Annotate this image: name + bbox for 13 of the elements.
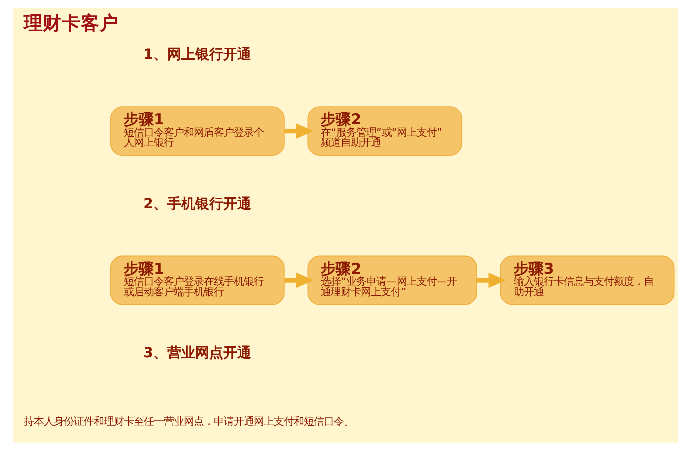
arrow	[476, 272, 506, 288]
node-box: 步骤2 在“服务管理”或“网上支付”频道自助开通	[307, 106, 462, 156]
node-box: 步骤3 输入银行卡信息与支付额度，自助开通	[500, 256, 674, 306]
node-box: 步骤1 短信口令客户登录在线手机银行或启动客户端手机银行	[110, 256, 284, 306]
diagram-title: 理财卡客户	[24, 14, 119, 35]
label: 2、手机银行开通	[143, 196, 251, 212]
node-box: 步骤1 短信口令客户和网盾客户登录个人网上银行	[110, 106, 284, 156]
label: 1、网上银行开通	[143, 47, 251, 64]
label: 持本人身份证件和理财卡至任一营业网点，申请开通网上支付和短信口令。	[24, 416, 354, 428]
label: 3、营业网点开通	[143, 345, 251, 362]
arrow	[284, 124, 314, 139]
node-box: 步骤2 选择“业务申请—网上支付—开通理财卡网上支付”	[307, 256, 477, 306]
arrow	[284, 272, 314, 288]
